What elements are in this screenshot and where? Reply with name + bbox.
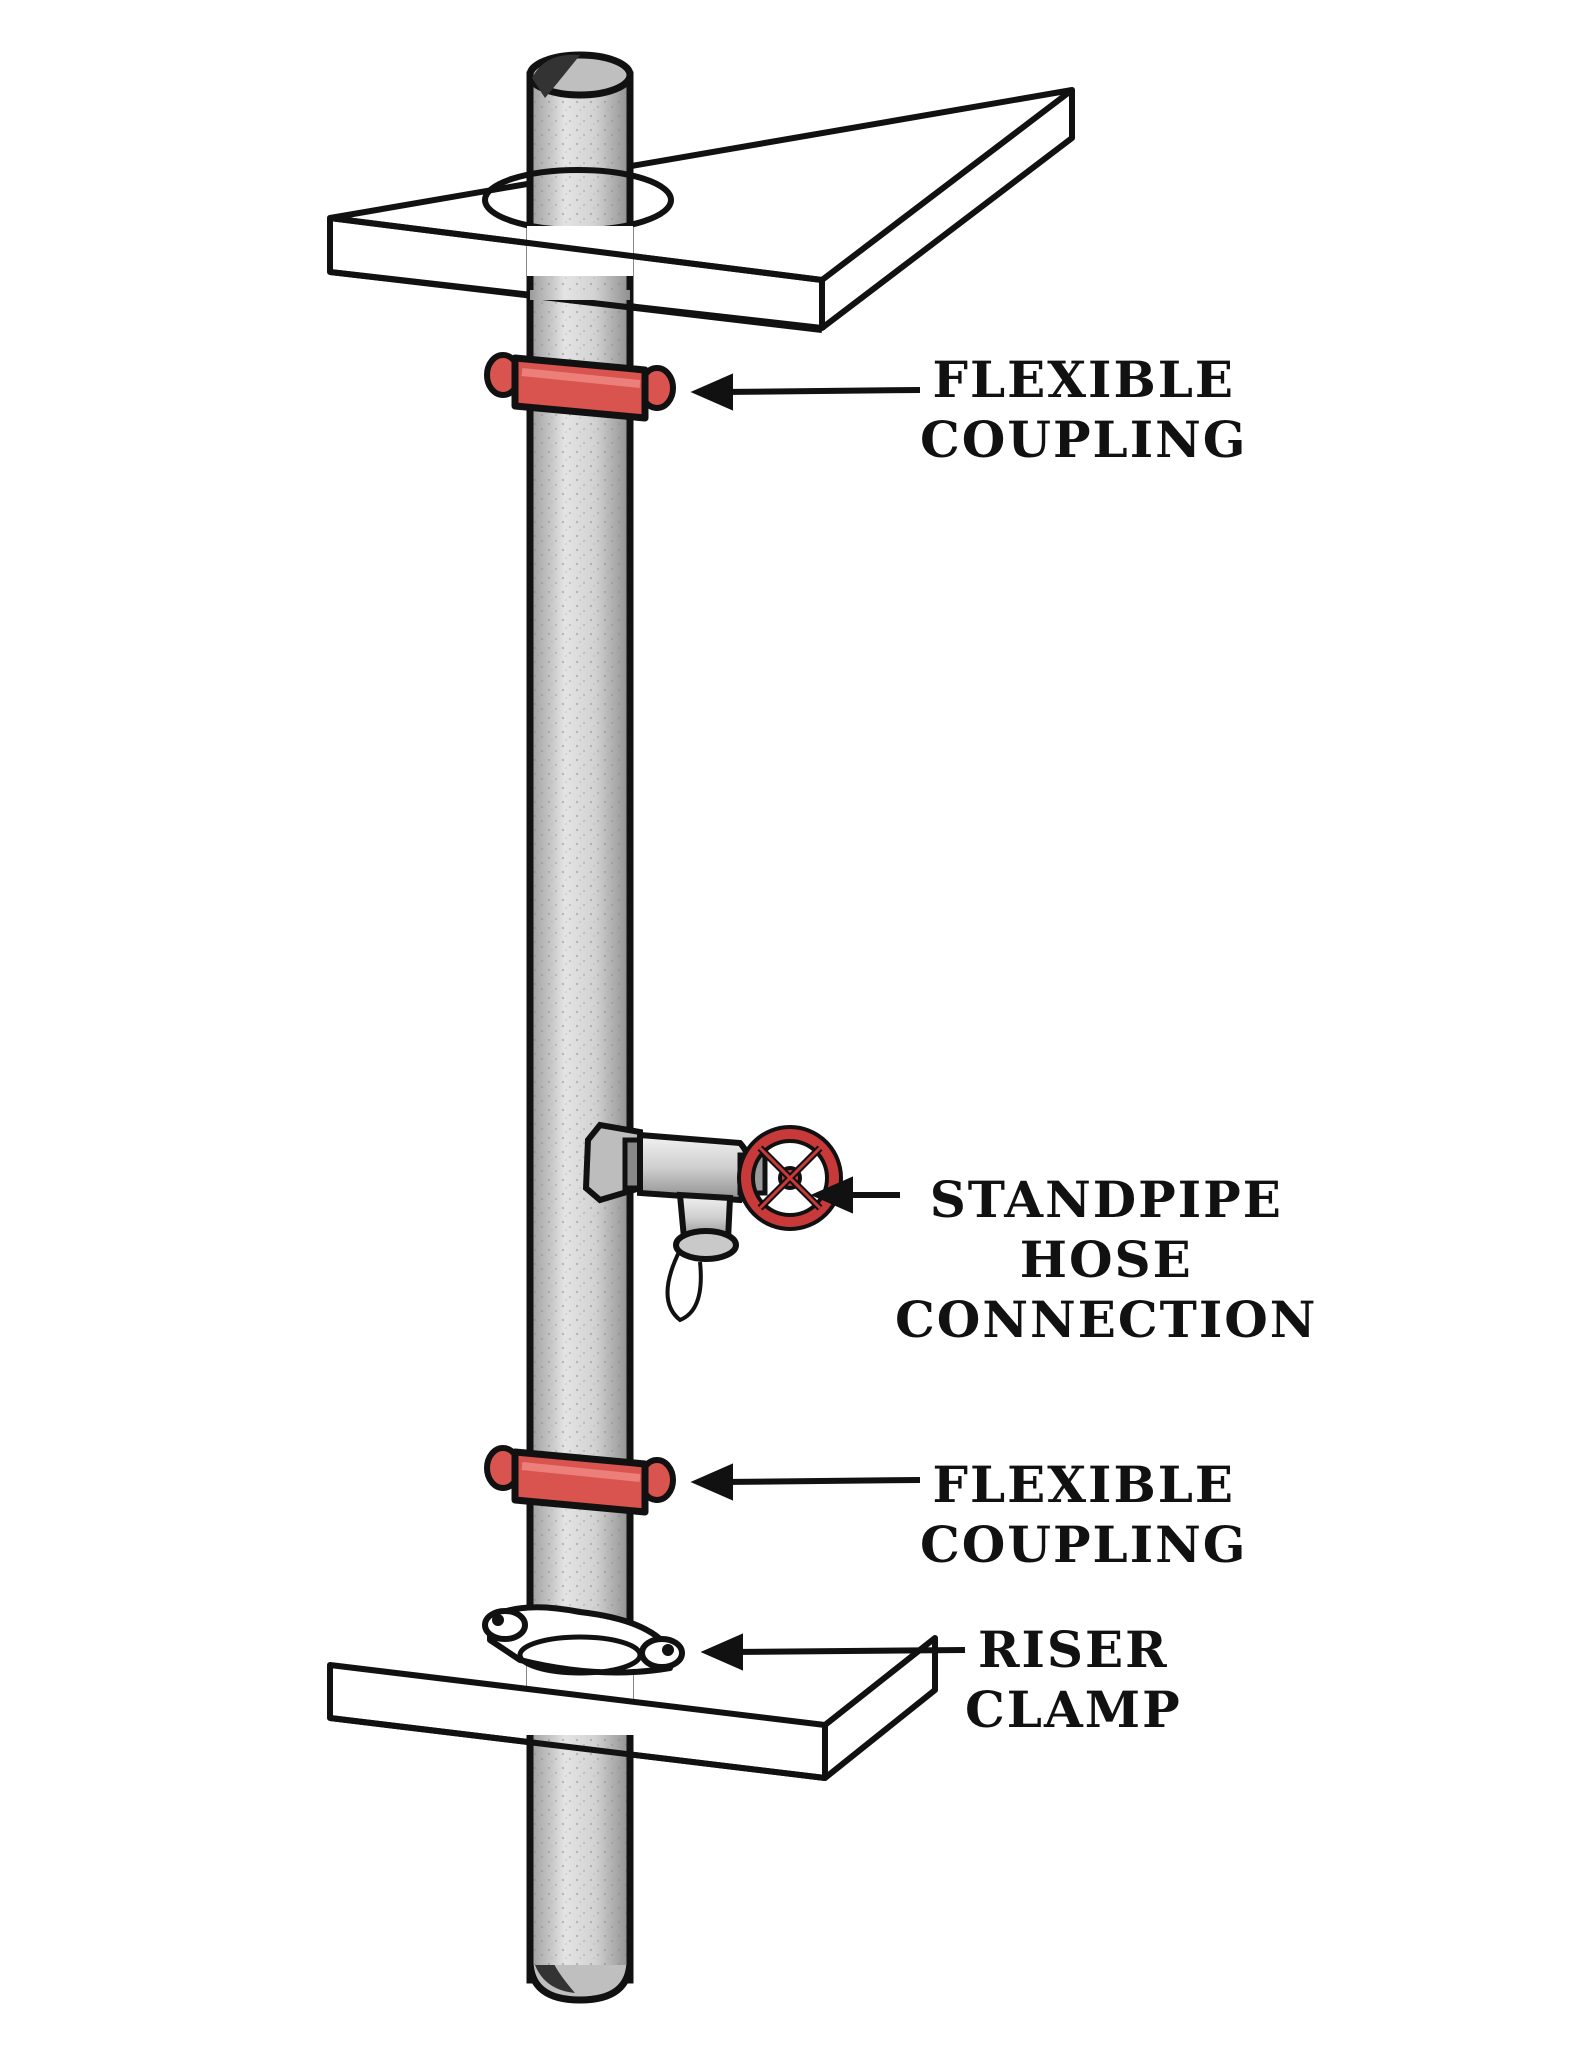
- label-standpipe-hose-connection: STANDPIPE HOSE CONNECTION: [895, 1170, 1318, 1350]
- arrow-coupling-bottom: [719, 1477, 921, 1485]
- label-line: COUPLING: [920, 1515, 1248, 1574]
- label-flexible-coupling-top: FLEXIBLE COUPLING: [920, 350, 1248, 470]
- flexible-coupling-top: [484, 352, 676, 422]
- standpipe-hose-valve: [582, 1121, 843, 1323]
- label-line: STANDPIPE: [929, 1170, 1283, 1229]
- arrow-coupling-top: [719, 387, 921, 395]
- label-line: COUPLING: [920, 410, 1248, 469]
- upper-floor-slab: [327, 87, 1075, 331]
- arrow-riser: [729, 1647, 966, 1655]
- callout-arrows: [690, 373, 966, 1671]
- label-line: CLAMP: [965, 1680, 1182, 1739]
- label-riser-clamp: RISER CLAMP: [965, 1620, 1182, 1740]
- upper-slab-front-edge: [329, 215, 823, 333]
- label-line: FLEXIBLE: [932, 350, 1235, 409]
- label-line: CONNECTION: [895, 1290, 1318, 1349]
- label-flexible-coupling-bottom: FLEXIBLE COUPLING: [920, 1455, 1248, 1575]
- label-line: HOSE: [1019, 1230, 1193, 1289]
- label-line: RISER: [977, 1620, 1169, 1679]
- label-line: FLEXIBLE: [932, 1455, 1235, 1514]
- riser-clamp: [482, 1604, 685, 1676]
- flexible-coupling-bottom: [484, 1445, 676, 1516]
